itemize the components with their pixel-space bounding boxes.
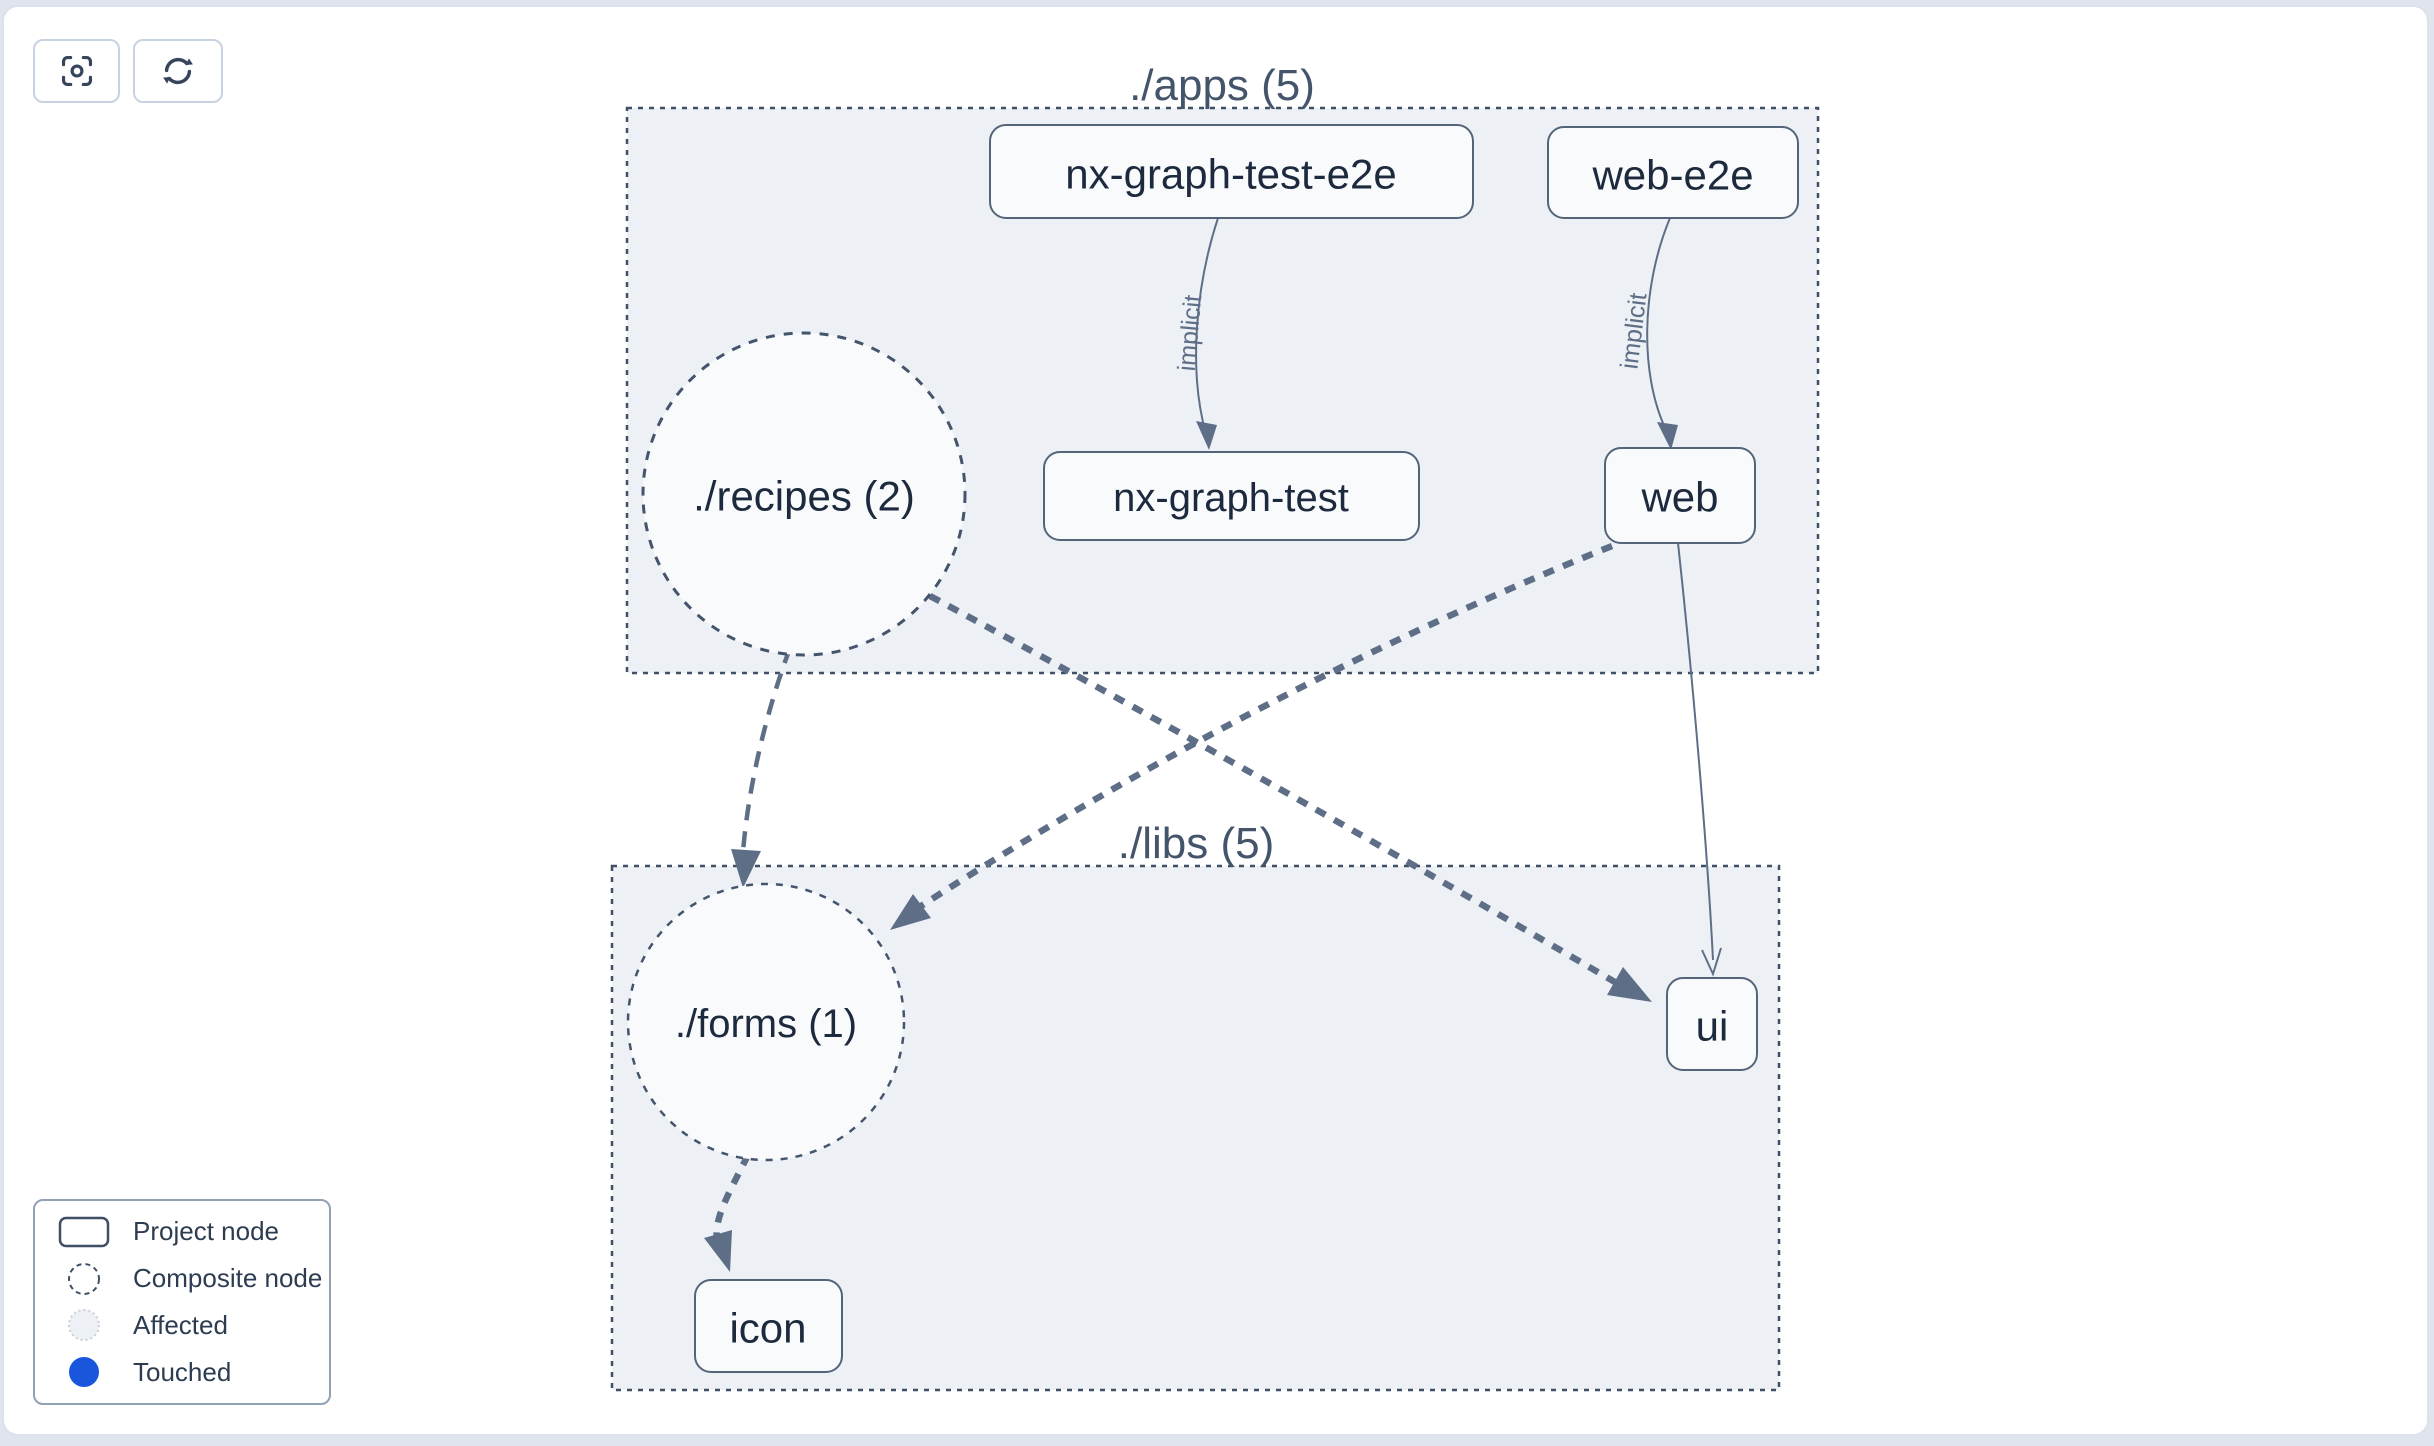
node-rect-nx-graph-test[interactable]: [1043, 451, 1420, 541]
refresh-icon: [163, 57, 193, 85]
project-node-web[interactable]: web: [1604, 447, 1756, 544]
arrowhead-web-to-ui: [1701, 947, 1722, 977]
node-label-nx-graph-test: nx-graph-test: [1113, 476, 1349, 520]
legend-item-touched: Touched: [35, 1350, 329, 1394]
touched-swatch: [35, 1354, 133, 1390]
node-rect-icon[interactable]: [694, 1279, 843, 1373]
edge-web-e2e-to-web: [1646, 217, 1671, 435]
legend: Project node Composite node Affected Tou…: [33, 1199, 331, 1405]
node-label-web-e2e: web-e2e: [1591, 152, 1753, 199]
toolbar: [33, 39, 223, 103]
project-node-nx-graph-test-e2e[interactable]: nx-graph-test-e2e: [989, 124, 1474, 219]
node-rect-ui[interactable]: [1666, 977, 1758, 1071]
group-title-apps: ./apps (5): [1129, 61, 1315, 110]
project-node-web-e2e[interactable]: web-e2e: [1547, 126, 1799, 219]
edge-label-implicit-1: implicit: [1173, 294, 1208, 373]
composite-node-recipes[interactable]: ./recipes (2): [641, 331, 967, 657]
composite-label-recipes: ./recipes (2): [693, 473, 915, 520]
project-node-icon[interactable]: icon: [694, 1279, 843, 1373]
edge-recipes-to-forms: [740, 647, 793, 853]
affected-swatch: [35, 1307, 133, 1343]
focus-icon: [61, 55, 92, 87]
project-node-swatch: [35, 1214, 133, 1250]
refresh-button[interactable]: [133, 39, 223, 103]
arrowhead-recipes-to-forms: [731, 849, 761, 888]
composite-circle-recipes[interactable]: [641, 331, 967, 657]
node-rect-web-e2e[interactable]: [1547, 126, 1799, 219]
legend-label: Touched: [133, 1356, 232, 1387]
node-label-web: web: [1640, 474, 1718, 521]
arrowhead-recipes-to-ui: [1607, 967, 1652, 1002]
arrowhead-implicit-1: [1196, 421, 1217, 450]
legend-label: Affected: [133, 1309, 228, 1340]
node-rect-web[interactable]: [1604, 447, 1756, 544]
composite-node-forms[interactable]: ./forms (1): [626, 882, 906, 1162]
center-graph-button[interactable]: [33, 39, 120, 103]
composite-circle-forms[interactable]: [626, 882, 906, 1162]
node-rect-nx-graph-test-e2e[interactable]: [989, 124, 1474, 219]
project-node-ui[interactable]: ui: [1666, 977, 1758, 1071]
node-label-ui: ui: [1696, 1003, 1729, 1050]
legend-item-composite-node: Composite node: [35, 1257, 329, 1301]
legend-item-affected: Affected: [35, 1303, 329, 1347]
legend-label: Composite node: [133, 1263, 323, 1294]
group-title-libs: ./libs (5): [1118, 819, 1274, 868]
arrowhead-implicit-2: [1657, 422, 1678, 450]
edge-forms-to-icon: [713, 1153, 751, 1241]
edge-recipes-to-ui: [928, 593, 1627, 991]
arrowhead-web-to-forms: [890, 894, 931, 930]
legend-item-project-node: Project node: [35, 1210, 329, 1254]
edge-web-to-forms: [916, 542, 1614, 911]
project-node-nx-graph-test[interactable]: nx-graph-test: [1043, 451, 1420, 541]
composite-label-forms: ./forms (1): [675, 1002, 857, 1046]
arrowhead-forms-to-icon: [704, 1230, 732, 1272]
legend-label: Project node: [133, 1216, 279, 1247]
composite-node-swatch: [35, 1261, 133, 1297]
node-label-icon: icon: [729, 1305, 806, 1352]
edge-nx-graph-test-e2e-to-nx-graph-test: [1195, 217, 1219, 435]
edge-web-to-ui: [1677, 542, 1714, 961]
node-label-nx-graph-test-e2e: nx-graph-test-e2e: [1065, 151, 1397, 198]
